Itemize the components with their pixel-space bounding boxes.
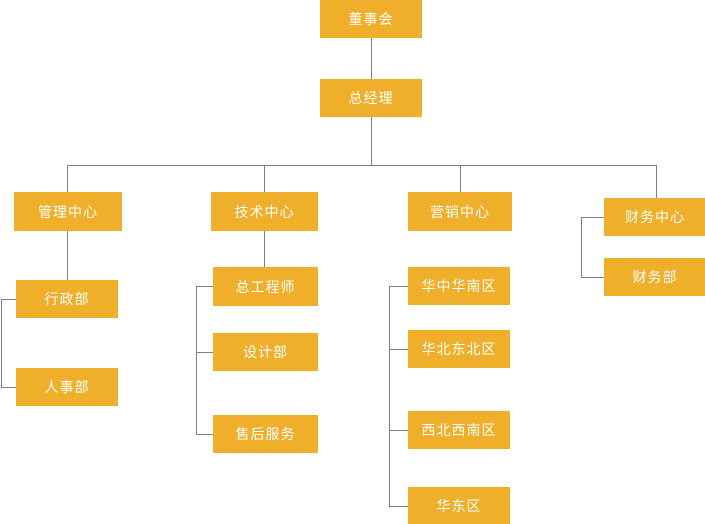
node-marketing-center[interactable]: 营销中心 [408, 192, 512, 231]
node-region-east[interactable]: 华东区 [408, 487, 510, 524]
connector-stub-finance-dept [581, 277, 604, 278]
connector-marketing-sub-bus [389, 286, 390, 506]
connector-tech-sub-bus [196, 286, 197, 434]
connector-stub-region-north-northeast [389, 349, 408, 350]
node-region-central-south[interactable]: 华中华南区 [408, 267, 510, 305]
connector-gm-drop [371, 117, 372, 165]
connector-tech-to-chief-engineer [264, 231, 265, 267]
connector-stub-after-sales [196, 434, 213, 435]
connector-stub-region-northwest-southwest [389, 430, 408, 431]
connector-level2-bus [67, 165, 656, 166]
node-design-dept[interactable]: 设计部 [213, 333, 318, 371]
node-after-sales[interactable]: 售后服务 [213, 415, 318, 453]
node-hr-dept[interactable]: 人事部 [16, 368, 118, 406]
node-management-center[interactable]: 管理中心 [14, 192, 122, 231]
connector-stub-region-east [389, 506, 408, 507]
connector-stub-design [196, 352, 213, 353]
connector-management-sub-bus [1, 299, 2, 387]
node-finance-center[interactable]: 财务中心 [604, 198, 705, 236]
connector-finance-sub-bus [581, 217, 582, 277]
node-general-manager[interactable]: 总经理 [320, 79, 422, 117]
node-region-north-northeast[interactable]: 华北东北区 [408, 330, 510, 368]
connector-stub-finance-center [581, 217, 604, 218]
node-tech-center[interactable]: 技术中心 [211, 192, 318, 231]
connector-drop-management-center [67, 165, 68, 192]
node-chief-engineer[interactable]: 总工程师 [213, 267, 318, 306]
connector-stub-admin [1, 299, 16, 300]
node-finance-dept[interactable]: 财务部 [604, 258, 705, 296]
connector-stub-hr [1, 387, 16, 388]
connector-drop-marketing-center [460, 165, 461, 192]
node-board[interactable]: 董事会 [320, 0, 422, 38]
node-region-northwest-southwest[interactable]: 西北西南区 [408, 411, 510, 449]
connector-stub-chief-engineer [196, 286, 213, 287]
connector-management-to-admin [67, 231, 68, 280]
node-admin-dept[interactable]: 行政部 [16, 280, 118, 318]
connector-drop-tech-center [264, 165, 265, 192]
connector-stub-region-central-south [389, 286, 408, 287]
connector-drop-finance-center [656, 165, 657, 198]
connector-board-to-gm [371, 38, 372, 79]
